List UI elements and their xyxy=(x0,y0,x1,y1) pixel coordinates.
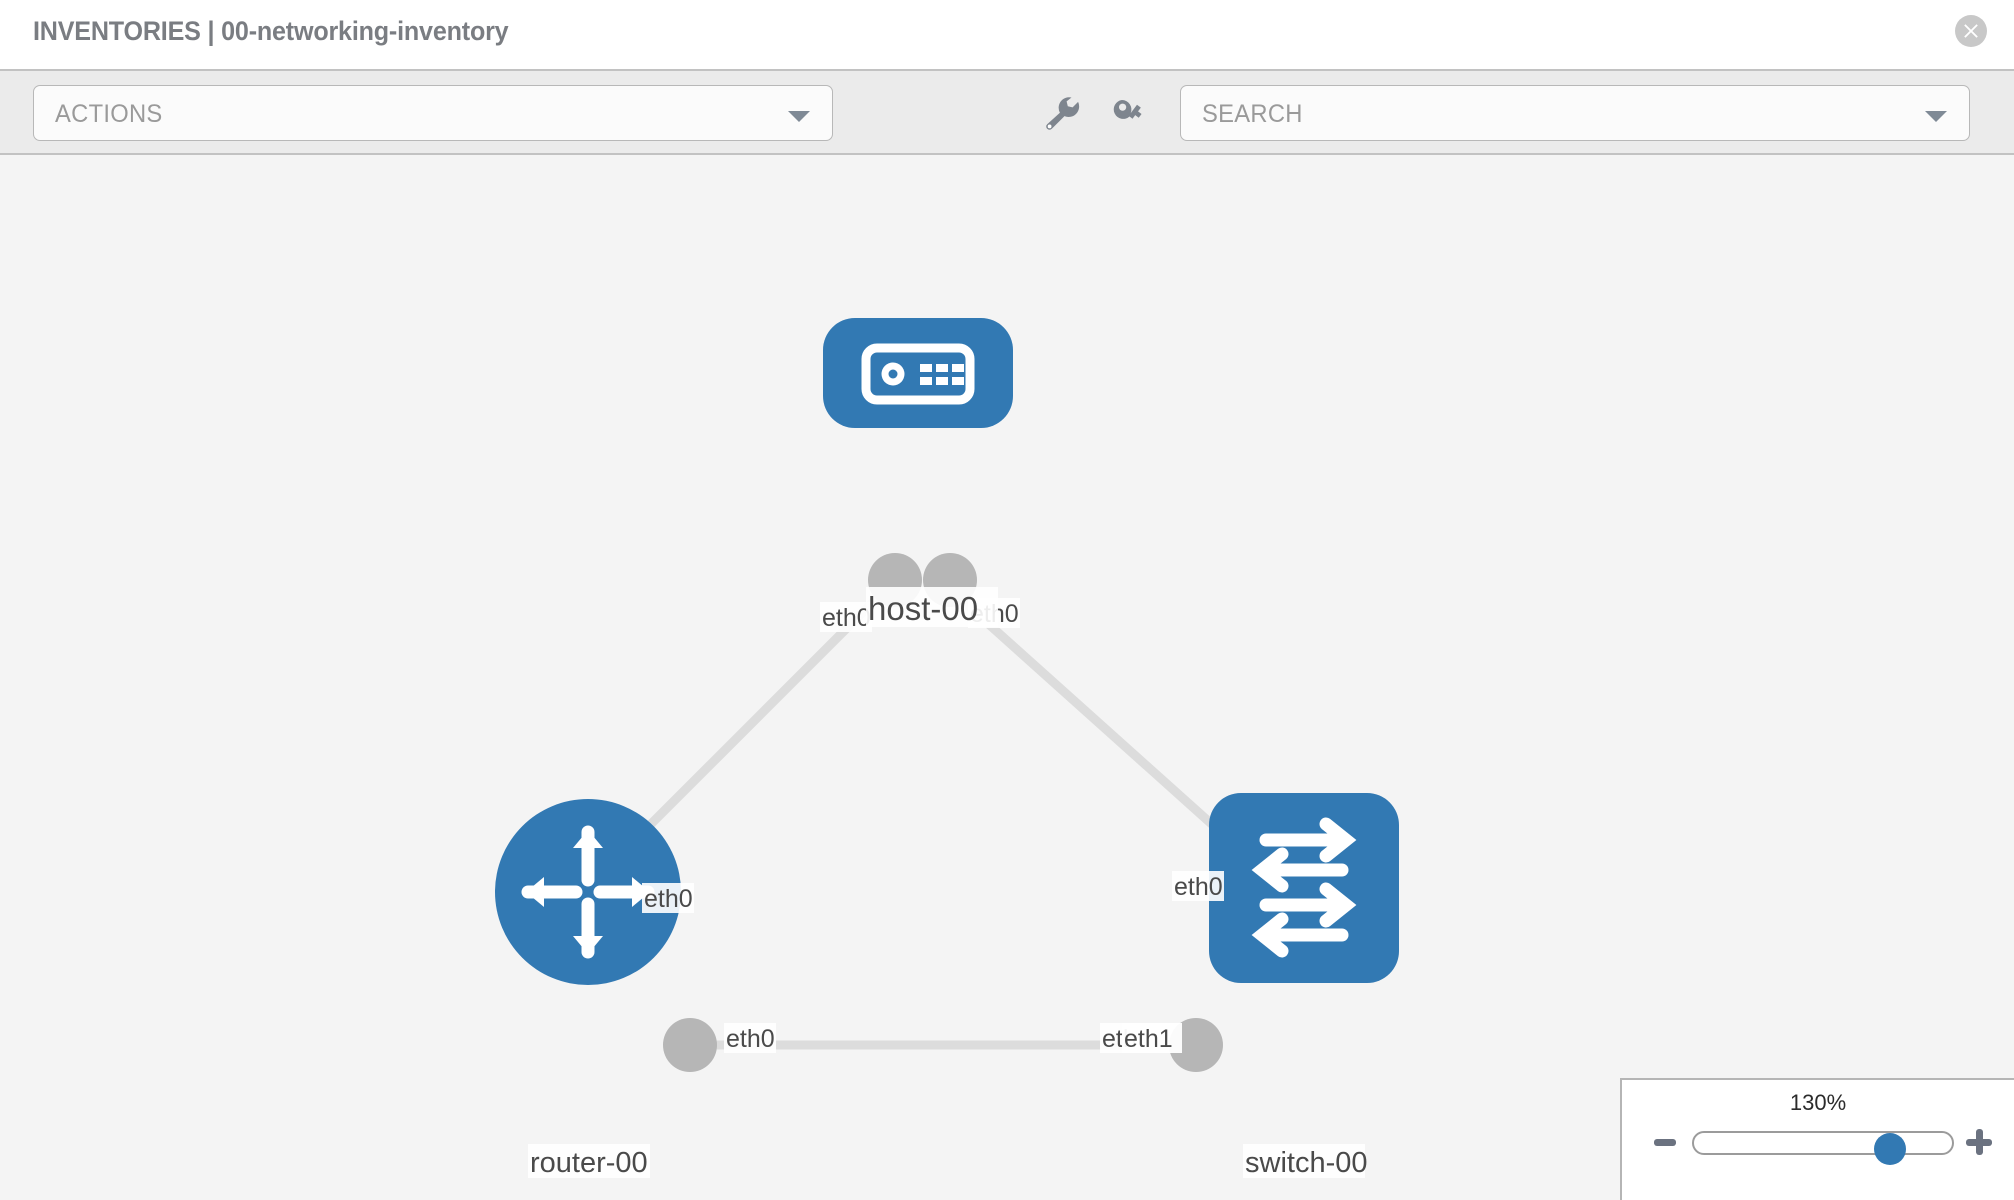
page-header: INVENTORIES | 00-networking-inventory xyxy=(0,0,2014,70)
server-icon xyxy=(861,343,975,405)
zoom-level-value: 130% xyxy=(1789,1090,1847,1115)
page-title: INVENTORIES | 00-networking-inventory xyxy=(33,16,509,46)
zoom-control-panel: 130% xyxy=(1620,1078,2014,1200)
topology-links xyxy=(616,581,1239,1050)
router-icon xyxy=(521,825,655,959)
topology-graph[interactable]: eth0 eth0 eth0 eth0 eth0 eth eth1 xyxy=(0,155,2014,1200)
node-router-00[interactable] xyxy=(495,799,681,985)
wrench-icon[interactable] xyxy=(1040,93,1084,133)
search-placeholder: SEARCH xyxy=(1202,100,1303,128)
node-switch-00[interactable] xyxy=(1209,793,1399,983)
node-host-00[interactable] xyxy=(823,318,1013,428)
port-switch-eth1[interactable] xyxy=(1169,1018,1223,1072)
zoom-slider-row xyxy=(1622,1127,2014,1167)
actions-dropdown-label: ACTIONS xyxy=(55,100,163,128)
key-icon[interactable] xyxy=(1108,93,1152,133)
label-switch-eth1: eth1 xyxy=(1124,1025,1173,1053)
port-router-eth0[interactable] xyxy=(663,1018,717,1072)
switch-icon xyxy=(1251,817,1357,958)
node-label-router-00: router-00 xyxy=(530,1147,648,1179)
toolbar: ACTIONS SEARCH xyxy=(0,69,2014,155)
search-input[interactable]: SEARCH xyxy=(1180,85,1970,141)
label-router-eth0-uplink: eth0 xyxy=(644,885,693,913)
topology-canvas[interactable]: eth0 eth0 eth0 eth0 eth0 eth eth1 xyxy=(0,155,2014,1200)
label-switch-eth0-uplink: eth0 xyxy=(1174,873,1223,901)
plus-icon[interactable] xyxy=(1966,1129,1992,1155)
zoom-slider-track[interactable] xyxy=(1692,1131,1954,1165)
node-labels: host-00 router-00 switch-00 xyxy=(528,587,1368,1179)
close-icon[interactable] xyxy=(1955,15,1987,47)
label-host-eth0-left: eth0 xyxy=(822,604,871,632)
link-host-switch[interactable] xyxy=(941,581,1239,849)
node-label-host-00: host-00 xyxy=(868,590,978,627)
chevron-down-icon xyxy=(788,111,810,122)
node-label-switch-00: switch-00 xyxy=(1245,1147,1368,1179)
minus-icon[interactable] xyxy=(1654,1139,1676,1146)
interface-labels: eth0 eth0 eth0 eth0 eth0 eth eth1 xyxy=(642,598,1224,1053)
search-chevron-down-icon[interactable] xyxy=(1925,111,1947,122)
zoom-slider-handle[interactable] xyxy=(1874,1133,1906,1165)
topology-ports xyxy=(663,553,1263,1072)
actions-dropdown[interactable]: ACTIONS xyxy=(33,85,833,141)
label-router-eth0-downlink: eth0 xyxy=(726,1025,775,1053)
